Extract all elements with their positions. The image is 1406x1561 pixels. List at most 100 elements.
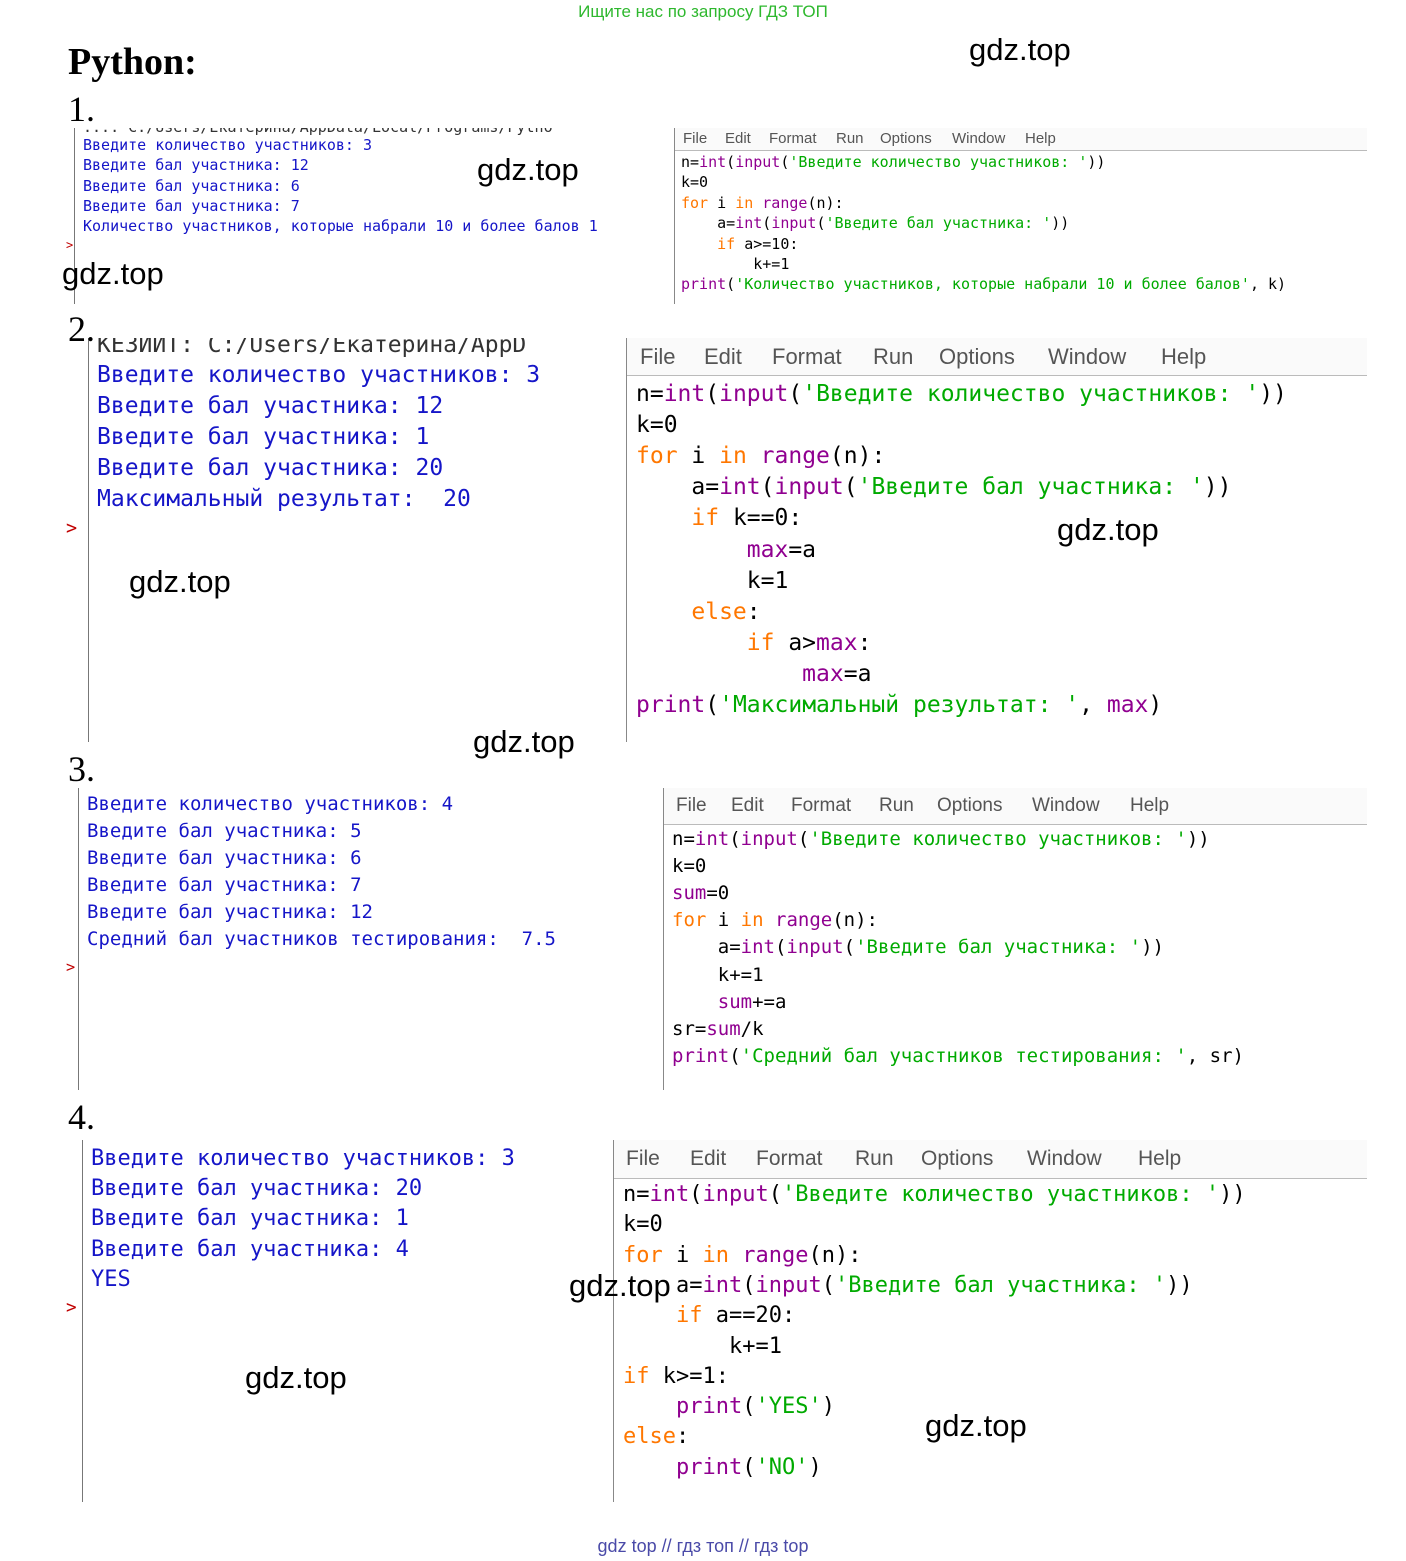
- code-line: sr=sum/k: [672, 1018, 764, 1040]
- code-token: (: [729, 828, 741, 850]
- shell-output-line: Введите бал участника: 12: [87, 901, 373, 923]
- shell-output-line: Введите количество участников: 4: [87, 793, 454, 815]
- menu-item-file[interactable]: File: [640, 343, 676, 369]
- code-token: (: [689, 1182, 703, 1207]
- code-token: print: [681, 275, 727, 294]
- code-token: k+=1: [672, 963, 764, 986]
- code-token: , sr): [1186, 1044, 1244, 1067]
- code-line: n=int(input('Введите количество участник…: [672, 828, 1210, 850]
- code-token: [753, 194, 762, 212]
- code-token: (: [762, 214, 772, 233]
- code-editor-window[interactable]: File Edit Format Run Options Window Help n=int(…: [663, 788, 1367, 1090]
- code-token: :: [746, 598, 761, 625]
- code-line: k=0: [623, 1212, 663, 1237]
- code-token: (: [780, 153, 790, 171]
- code-token: (: [816, 214, 826, 233]
- menu-item-help[interactable]: Help: [1025, 130, 1056, 148]
- menu-item-edit[interactable]: Edit: [704, 343, 742, 369]
- shell-output-line: Введите бал участника: 12: [97, 393, 444, 419]
- menu-item-options[interactable]: Options: [921, 1146, 994, 1170]
- top-banner[interactable]: Ищите нас по запросу ГДЗ ТОП: [578, 2, 828, 21]
- shell-output-line: Максимальный результат: 20: [97, 486, 471, 512]
- code-token: [623, 1455, 676, 1480]
- task-number: 4.: [68, 1097, 95, 1137]
- menu-item-window[interactable]: Window: [1027, 1146, 1102, 1170]
- shell-output-panel[interactable]: ...: C:/Users/Екатерина/AppData/Local/Pr…: [74, 128, 675, 304]
- code-token: [729, 1243, 742, 1268]
- code-token: :: [675, 1424, 690, 1450]
- shell-truncated-line: КЕЗИИТ: C:/Users/Екатерина/AppD: [97, 338, 527, 358]
- code-line: sum=0: [672, 882, 729, 904]
- code-token: in: [740, 909, 764, 932]
- shell-output-line: YES: [91, 1266, 131, 1292]
- code-token: , k): [1249, 275, 1287, 294]
- code-token: (: [726, 275, 736, 294]
- menu-item-options[interactable]: Options: [939, 343, 1015, 369]
- menu-item-edit[interactable]: Edit: [731, 795, 764, 817]
- menu-item-format[interactable]: Format: [756, 1146, 823, 1170]
- watermark: gdz.top: [925, 1408, 1027, 1443]
- menu-item-edit[interactable]: Edit: [690, 1146, 727, 1170]
- editor-menu-bar: File Edit Format Run Options Window Help: [614, 1140, 1367, 1179]
- menu-item-run[interactable]: Run: [836, 130, 864, 148]
- menu-item-run[interactable]: Run: [879, 795, 914, 817]
- code-token: for: [681, 193, 709, 212]
- menu-item-format[interactable]: Format: [772, 343, 842, 369]
- menu-item-run[interactable]: Run: [855, 1146, 894, 1170]
- shell-output-panel[interactable]: Введите количество участников: 4 Введите …: [78, 788, 663, 1090]
- menu-item-file[interactable]: File: [626, 1146, 660, 1170]
- code-token: a=: [623, 1272, 703, 1298]
- code-token: [747, 443, 761, 469]
- menu-item-options[interactable]: Options: [937, 795, 1003, 817]
- code-token: =a: [843, 660, 872, 687]
- code-line: k=0: [636, 412, 678, 438]
- code-token: input: [771, 214, 817, 233]
- code-token: n=: [672, 828, 695, 850]
- code-token: sum: [706, 1017, 741, 1040]
- code-token: )): [1051, 214, 1070, 233]
- menu-item-help[interactable]: Help: [1130, 795, 1170, 817]
- menu-item-options[interactable]: Options: [880, 130, 932, 148]
- code-token: sum: [717, 990, 753, 1013]
- code-token: sr=: [672, 1017, 707, 1040]
- menu-item-window[interactable]: Window: [1032, 795, 1100, 817]
- menu-item-help[interactable]: Help: [1161, 343, 1207, 369]
- menu-item-format[interactable]: Format: [791, 795, 852, 817]
- code-token: )): [1259, 381, 1287, 407]
- shell-prompt-icon: >: [66, 518, 78, 539]
- code-token: input: [735, 153, 781, 171]
- code-token: input: [740, 828, 798, 850]
- menu-item-edit[interactable]: Edit: [725, 130, 751, 148]
- code-token: range: [762, 193, 808, 212]
- menu-item-file[interactable]: File: [683, 130, 708, 148]
- code-token: input: [774, 474, 844, 501]
- code-line: k+=1: [623, 1334, 782, 1359]
- code-editor-window[interactable]: File Edit Format Run Options Window Help n=int(…: [613, 1140, 1367, 1502]
- menu-item-help[interactable]: Help: [1138, 1146, 1182, 1170]
- code-token: k=1: [636, 567, 789, 594]
- code-token: max: [802, 660, 844, 687]
- code-token: int: [694, 828, 730, 850]
- menu-item-window[interactable]: Window: [1048, 343, 1127, 369]
- shell-output-line: Введите количество участников: 3: [91, 1146, 515, 1171]
- menu-item-format[interactable]: Format: [769, 130, 817, 148]
- footer-links[interactable]: gdz top // гдз топ // гдз top: [597, 1536, 809, 1556]
- code-token: )): [1141, 936, 1164, 959]
- code-line: n=int(input('Введите количество участник…: [623, 1182, 1246, 1207]
- code-token: 'Количество участников, которые набрали …: [735, 275, 1250, 294]
- code-token: print: [636, 692, 706, 718]
- shell-output-line: Введите бал участника: 6: [87, 847, 362, 869]
- code-token: k+=1: [681, 255, 790, 273]
- menu-item-window[interactable]: Window: [952, 130, 1006, 148]
- menu-item-run[interactable]: Run: [873, 343, 914, 369]
- shell-output-line: Введите бал участника: 20: [97, 455, 444, 481]
- code-token: sum: [672, 882, 707, 905]
- shell-output-line: Введите бал участника: 7: [87, 874, 362, 896]
- code-token: k=0: [636, 412, 678, 439]
- code-token: 'Введите бал участника: ': [834, 1272, 1167, 1298]
- menu-item-file[interactable]: File: [676, 795, 707, 817]
